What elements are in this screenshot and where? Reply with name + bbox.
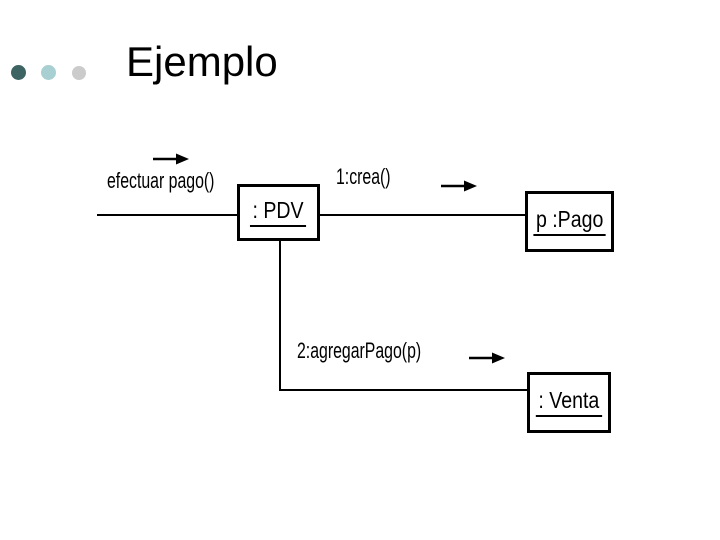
connector-line [279,241,281,391]
bullet-icon [41,65,56,80]
bullet-icon [11,65,26,80]
arrow-right-icon [153,152,189,166]
connector-line [281,389,527,391]
message-label-agregar-pago: 2:agregarPago(p) [297,338,422,363]
object-box-venta: : Venta [527,372,611,433]
connector-line [320,214,525,216]
object-box-pdv: : PDV [237,184,320,241]
object-box-pago: p :Pago [525,191,614,252]
object-label-pdv: : PDV [250,198,307,227]
message-label-crea: 1:crea() [336,164,391,189]
message-label-efectuar-pago: efectuar pago() [107,168,215,193]
arrow-right-icon [441,179,477,193]
page-title: Ejemplo [126,38,278,85]
bullet-icon [72,66,86,80]
arrow-right-icon [469,351,505,365]
connector-line [97,214,237,216]
object-label-venta: : Venta [536,388,602,417]
object-label-pago: p :Pago [533,207,606,236]
